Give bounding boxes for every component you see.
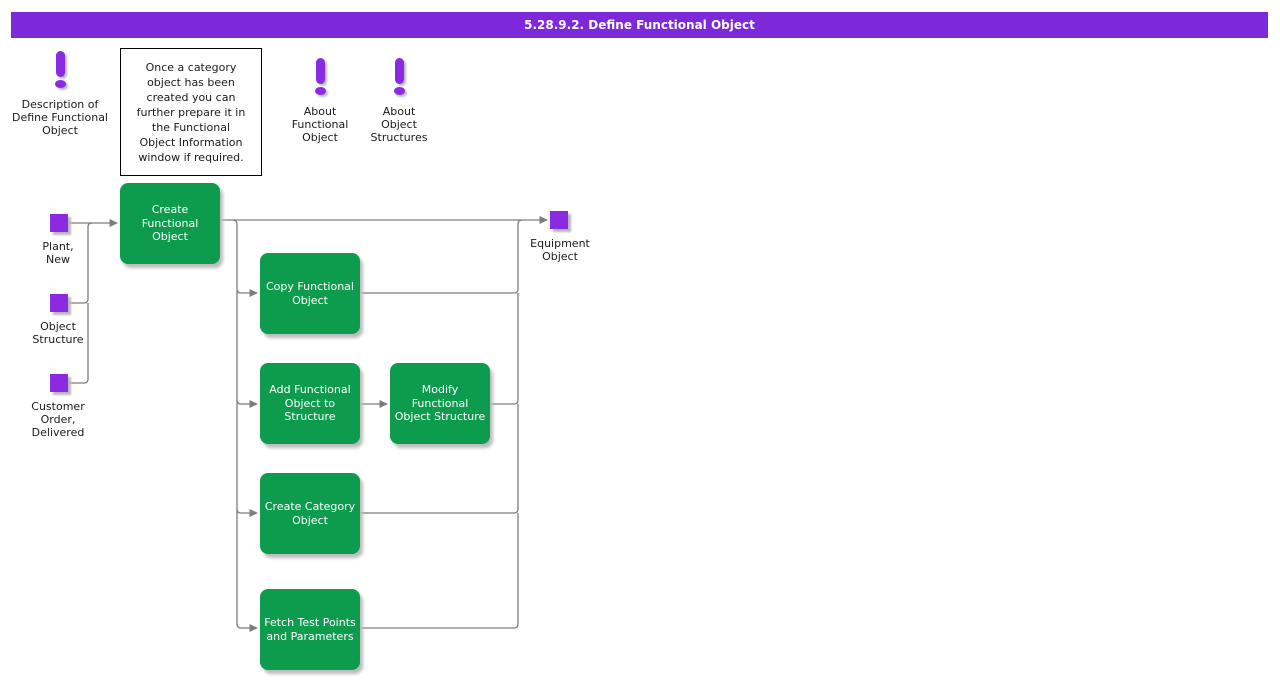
page-title: 5.28.9.2. Define Functional Object <box>524 18 755 32</box>
activity-add-functional-object-to-structure[interactable]: Add Functional Object to Structure <box>260 363 360 444</box>
exclamation-bar <box>315 58 325 84</box>
exclamation-bar <box>394 58 404 84</box>
activity-copy-functional-object[interactable]: Copy Functional Object <box>260 253 360 334</box>
info-link-label: Description of Define Functional Object <box>12 98 108 137</box>
link-about-object-structures[interactable]: About Object Structures <box>359 58 439 144</box>
exclamation-icon <box>393 58 405 96</box>
activity-create-category-object[interactable]: Create Category Object <box>260 473 360 554</box>
exclamation-dot <box>54 80 66 88</box>
event-equipment-object[interactable] <box>550 211 568 229</box>
activity-modify-functional-object-structure[interactable]: Modify Functional Object Structure <box>390 363 490 444</box>
event-label-object-structure: Object Structure <box>32 320 84 346</box>
note-text: Once a category object has been created … <box>136 60 246 164</box>
activity-label: Create Category Object <box>264 500 356 527</box>
event-plant-new[interactable] <box>50 214 68 232</box>
activity-create-functional-object[interactable]: Create Functional Object <box>120 183 220 264</box>
activity-label: Add Functional Object to Structure <box>269 383 351 424</box>
title-bar: 5.28.9.2. Define Functional Object <box>11 12 1268 38</box>
link-description-of-define-functional-object[interactable]: Description of Define Functional Object <box>0 51 120 137</box>
note-box: Once a category object has been created … <box>120 48 262 176</box>
exclamation-bar <box>55 51 65 77</box>
event-object-structure[interactable] <box>50 294 68 312</box>
activity-label: Fetch Test Points and Parameters <box>264 616 356 643</box>
event-customer-order-delivered[interactable] <box>50 374 68 392</box>
activity-label: Copy Functional Object <box>266 280 354 307</box>
exclamation-dot <box>314 87 326 95</box>
event-label-equipment-object: Equipment Object <box>530 237 590 263</box>
event-label-customer-order-delivered: Customer Order, Delivered <box>31 400 85 439</box>
exclamation-dot <box>393 87 405 95</box>
info-link-label: About Functional Object <box>291 105 349 144</box>
exclamation-icon <box>54 51 66 89</box>
info-link-label: About Object Structures <box>370 105 428 144</box>
activity-label: Create Functional Object <box>141 203 199 244</box>
event-label-plant-new: Plant, New <box>42 240 74 266</box>
activity-label: Modify Functional Object Structure <box>394 383 486 424</box>
link-about-functional-object[interactable]: About Functional Object <box>280 58 360 144</box>
activity-fetch-test-points-and-parameters[interactable]: Fetch Test Points and Parameters <box>260 589 360 670</box>
exclamation-icon <box>314 58 326 96</box>
